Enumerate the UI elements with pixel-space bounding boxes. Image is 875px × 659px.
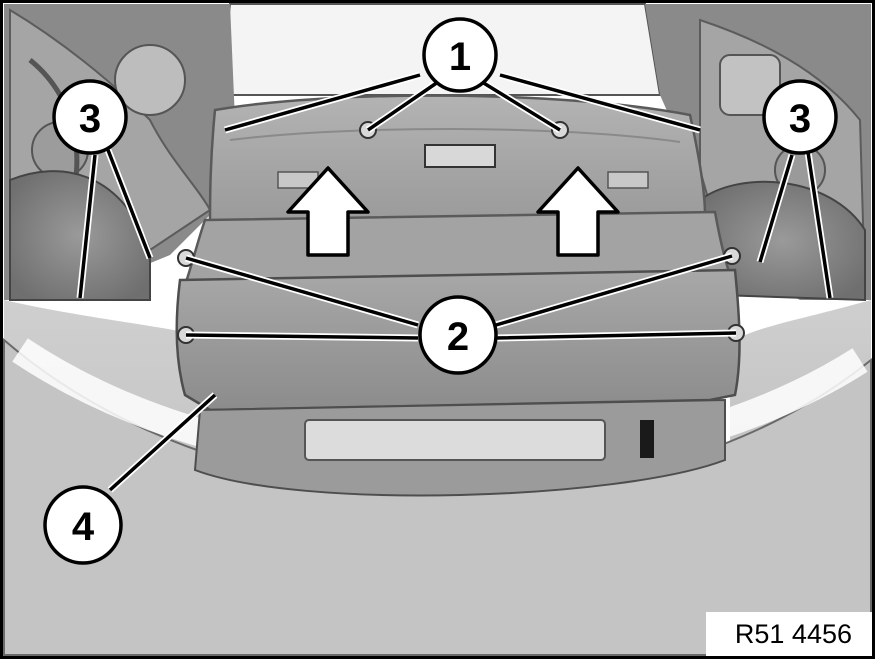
callout-4-label: 4 [72, 505, 95, 549]
callout-leaders [76, 71, 834, 493]
callout-3-left: 3 [52, 79, 128, 155]
callout-2-label: 2 [447, 315, 469, 359]
tool-tray [304, 419, 606, 461]
reference-code-box [706, 612, 872, 656]
callout-1-label: 1 [449, 35, 471, 79]
callout-3-right-label: 3 [789, 97, 811, 141]
tray-slot-dark [640, 420, 654, 458]
callout-2: 2 [418, 295, 498, 375]
lift-arrow-right-icon [536, 166, 620, 257]
right-clip-tab [607, 171, 649, 189]
center-badge [424, 144, 496, 168]
callout-4: 4 [43, 485, 123, 565]
callout-3-left-label: 3 [79, 97, 101, 141]
callout-3-right: 3 [762, 79, 838, 155]
callout-1: 1 [422, 17, 498, 93]
left-component-a [114, 44, 186, 116]
reference-code: R51 4456 [735, 619, 852, 649]
cover-upper-ridge [229, 128, 681, 143]
lift-arrow-left-icon [286, 166, 370, 257]
